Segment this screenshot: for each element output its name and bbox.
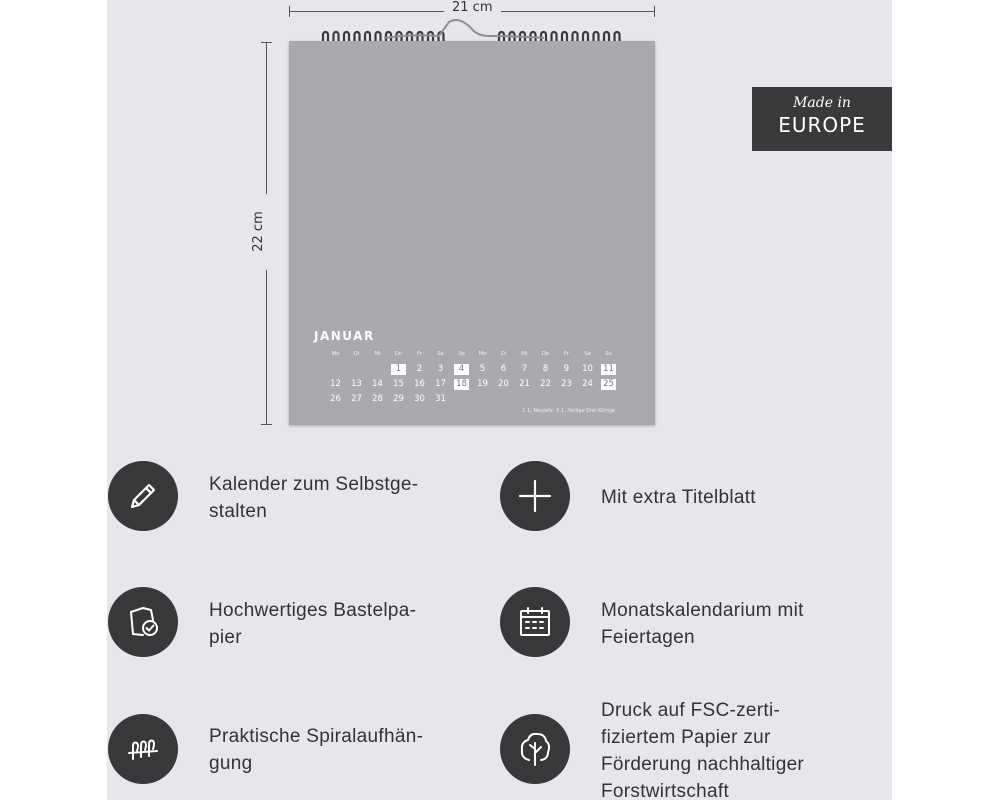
calendar-day: 20 [498,379,509,389]
calendar-day: 29 [393,394,404,404]
weekday-label: Do [541,351,550,357]
weekday-label: So [458,351,465,357]
calendar-day: 6 [500,364,507,374]
weekday-label: Sa [584,351,591,357]
width-dimension-tick-right [654,6,655,17]
calendar-day: 26 [330,394,341,404]
calendar-day: 25 [601,379,616,390]
calendar-day: 18 [454,379,469,390]
calendar-day: 8 [542,364,549,374]
calendar-day: 3 [437,364,444,374]
height-dimension-line-bottom [266,270,267,425]
feature-text-6: Druck auf FSC-zerti- fiziertem Papier zu… [601,700,805,802]
calendar-day: 2 [416,364,423,374]
feature-text-1: Kalender zum Selbstge- stalten [209,474,419,522]
height-dimension-line-top [266,42,267,194]
calendar-day: 19 [477,379,488,389]
width-dimension-line-left [289,11,444,12]
calendar-day: 17 [435,379,446,389]
calendar-day [598,392,619,407]
calendar-day [514,392,535,407]
paper-check-icon [108,587,178,657]
tree-icon [500,714,570,784]
calendar-day [367,362,388,377]
calendar-month: JANUAR [314,329,375,343]
calendar-day: 16 [414,379,425,389]
calendar-day: 13 [351,379,362,389]
height-dimension-tick-bottom [261,424,272,425]
feature-text-5: Praktische Spiralaufhän- gung [209,726,424,774]
calendar-day: 15 [393,379,404,389]
calendar-day: 11 [601,364,616,375]
plus-icon [500,461,570,531]
calendar-day [325,362,346,377]
calendar-day: 31 [435,394,446,404]
calendar-icon [500,587,570,657]
spiral-icon [108,714,178,784]
weekday-label: So [605,351,612,357]
width-dimension-line-right [501,11,655,12]
calendar-day: 28 [372,394,383,404]
weekday-label: Di [500,351,507,357]
calendar-day: 27 [351,394,362,404]
feature-text-2: Mit extra Titelblatt [601,487,756,508]
hanger-wire [383,19,545,39]
calendar-day [535,392,556,407]
feature-text-4: Monatskalendarium mit Feiertagen [601,600,804,648]
weekday-label: Fr [416,351,423,357]
calendar-day: 7 [521,364,528,374]
calendar-day: 21 [519,379,530,389]
width-dimension-tick-left [289,6,290,17]
calendar-day: 9 [563,364,570,374]
feature-text-3: Hochwertiges Bastelpa- pier [209,600,417,648]
calendar-day: 23 [561,379,572,389]
pencil-icon [108,461,178,531]
height-dimension-label: 22 cm [250,211,266,252]
calendar-day: 22 [540,379,551,389]
calendar-day [346,362,367,377]
holiday-note: 1.1. Neujahr, 6.1. Heilige Drei Könige [522,408,615,414]
calendar-day [451,392,472,407]
weekday-label: Sa [437,351,444,357]
weekday-label: Mo [478,351,487,357]
weekday-label: Di [353,351,360,357]
calendar-day: 24 [582,379,593,389]
calendar-day: 30 [414,394,425,404]
calendar-day [556,392,577,407]
calendar-day: 14 [372,379,383,389]
width-dimension-label: 21 cm [452,0,493,15]
calendar-day [493,392,514,407]
calendar-day: 12 [330,379,341,389]
weekday-label: Fr [563,351,570,357]
calendar-day: 1 [391,364,406,375]
badge-line-2: EUROPE [778,113,866,137]
calendar-day: 5 [479,364,486,374]
calendar-day: 4 [454,364,469,375]
calendar-day: 10 [582,364,593,374]
weekday-label: Mo [331,351,340,357]
height-dimension-tick-top [261,42,272,43]
made-in-europe-badge: Made in EUROPE [752,87,892,151]
weekday-label: Mi [374,351,381,357]
calendar-day [577,392,598,407]
weekday-label: Do [394,351,403,357]
weekday-label: Mi [521,351,528,357]
calendar-day [472,392,493,407]
badge-line-1: Made in [793,95,851,111]
